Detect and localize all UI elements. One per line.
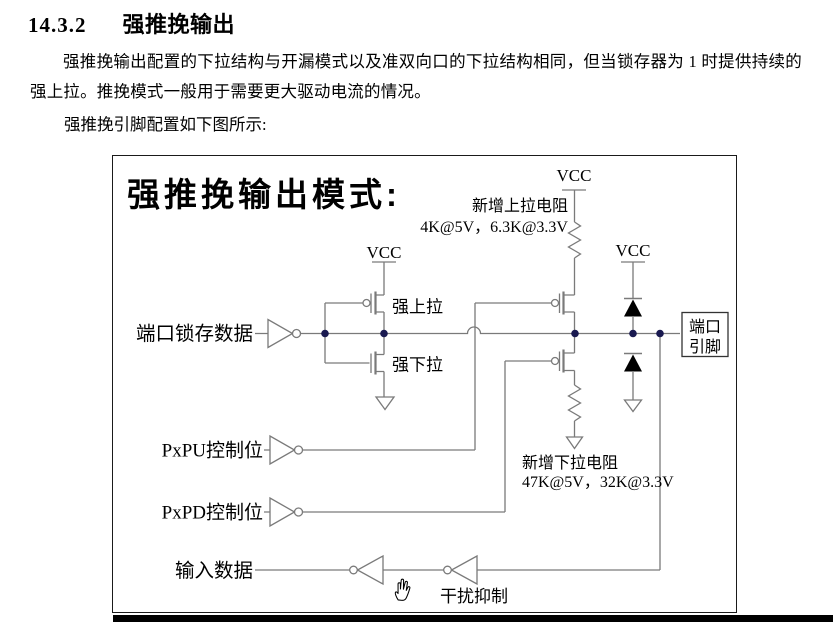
new-pullup-resistor-label: 新增上拉电阻 <box>472 197 568 215</box>
pxpd-buffer-icon <box>269 496 296 528</box>
ground2-icon <box>565 436 584 450</box>
junction-dot <box>629 329 637 338</box>
noise-suppression-label: 干扰抑制 <box>440 587 508 606</box>
wire-pulldown-resistor <box>567 384 582 437</box>
latch-inverter-icon <box>267 318 294 349</box>
wire-vcc1 <box>372 261 396 295</box>
wire-nmos1-leads <box>375 333 385 397</box>
latch-inverter-bubble-icon <box>291 328 302 339</box>
hand-cursor-icon <box>391 575 412 602</box>
junction-dot <box>321 329 329 338</box>
transistors <box>362 291 565 375</box>
input-buffer1-bubble-icon <box>349 565 358 575</box>
input-buffer2-bubble-icon <box>443 565 452 575</box>
wire-pmos2-leads <box>563 311 576 334</box>
port-pin-label-line2: 引脚 <box>689 338 721 356</box>
section-title: 强推挽输出 <box>122 12 236 37</box>
body-paragraph: 强推挽输出配置的下拉结构与开漏模式以及准双向口的下拉结构相同，但当锁存器为 1 … <box>30 52 802 101</box>
wire-vcc3-diodes <box>621 261 645 400</box>
port-pin-box <box>681 311 729 358</box>
ground1-icon <box>374 396 396 411</box>
wire-nmos2-leads <box>563 333 576 385</box>
strong-pulldown-label: 强下拉 <box>392 356 443 375</box>
pullup-switch-pmos-icon <box>550 291 565 315</box>
vcc2-label: VCC <box>557 166 592 185</box>
input-buffer2-icon <box>450 554 478 586</box>
diode-bottom-icon <box>624 354 642 372</box>
strong-pulldown-nmos-icon <box>370 351 377 375</box>
new-pullup-value-label: 4K@5V，6.3K@3.3V <box>420 219 568 236</box>
port-latch-data-label: 端口锁存数据 <box>136 323 253 345</box>
port-pin-label-line1: 端口 <box>689 318 721 336</box>
pxpu-buffer-icon <box>269 434 296 466</box>
figure-caption: 强推挽引脚配置如下图所示: <box>64 115 267 134</box>
input-data-label: 输入数据 <box>175 560 253 582</box>
page-bottom-rule <box>113 615 833 622</box>
vcc1-label: VCC <box>367 243 402 262</box>
pxpd-buffer-bubble-icon <box>293 507 304 517</box>
clamp-diodes <box>624 297 642 372</box>
junction-dot <box>571 329 579 338</box>
wire-pin-to-input <box>477 333 661 571</box>
input-buffer1-icon <box>356 554 384 586</box>
wire-pmos1-leads <box>375 294 385 334</box>
junction-dot <box>380 329 388 338</box>
wire-main-output-line <box>325 326 680 335</box>
pxpu-buffer-bubble-icon <box>293 445 304 455</box>
pulldown-switch-nmos-icon <box>550 349 565 373</box>
pxpu-control-label: PxPU控制位 <box>162 440 263 462</box>
new-pulldown-resistor-label: 新增下拉电阻 <box>522 454 618 472</box>
circuit-wires <box>255 189 680 571</box>
section-heading: 14.3.2 强推挽输出 <box>28 7 235 39</box>
wire-vcc2-resistor <box>562 189 586 296</box>
figure-title: 强推挽输出模式: <box>127 176 401 213</box>
ground3-icon <box>623 399 643 413</box>
wire-pxpd-to-gate <box>264 360 551 513</box>
strong-pullup-label: 强上拉 <box>392 298 443 317</box>
strong-pullup-pmos-icon <box>362 291 377 315</box>
pxpd-control-label: PxPD控制位 <box>162 502 263 524</box>
junction-dot <box>656 329 664 338</box>
junction-dots <box>321 329 664 338</box>
vcc3-label: VCC <box>616 241 651 260</box>
section-number: 14.3.2 <box>28 13 87 37</box>
logic-gates <box>267 318 478 586</box>
ground-symbols <box>374 396 643 450</box>
new-pulldown-value-label: 47K@5V，32K@3.3V <box>522 474 674 491</box>
diode-top-icon <box>624 299 642 317</box>
wire-pxpu-to-gate <box>264 302 551 451</box>
